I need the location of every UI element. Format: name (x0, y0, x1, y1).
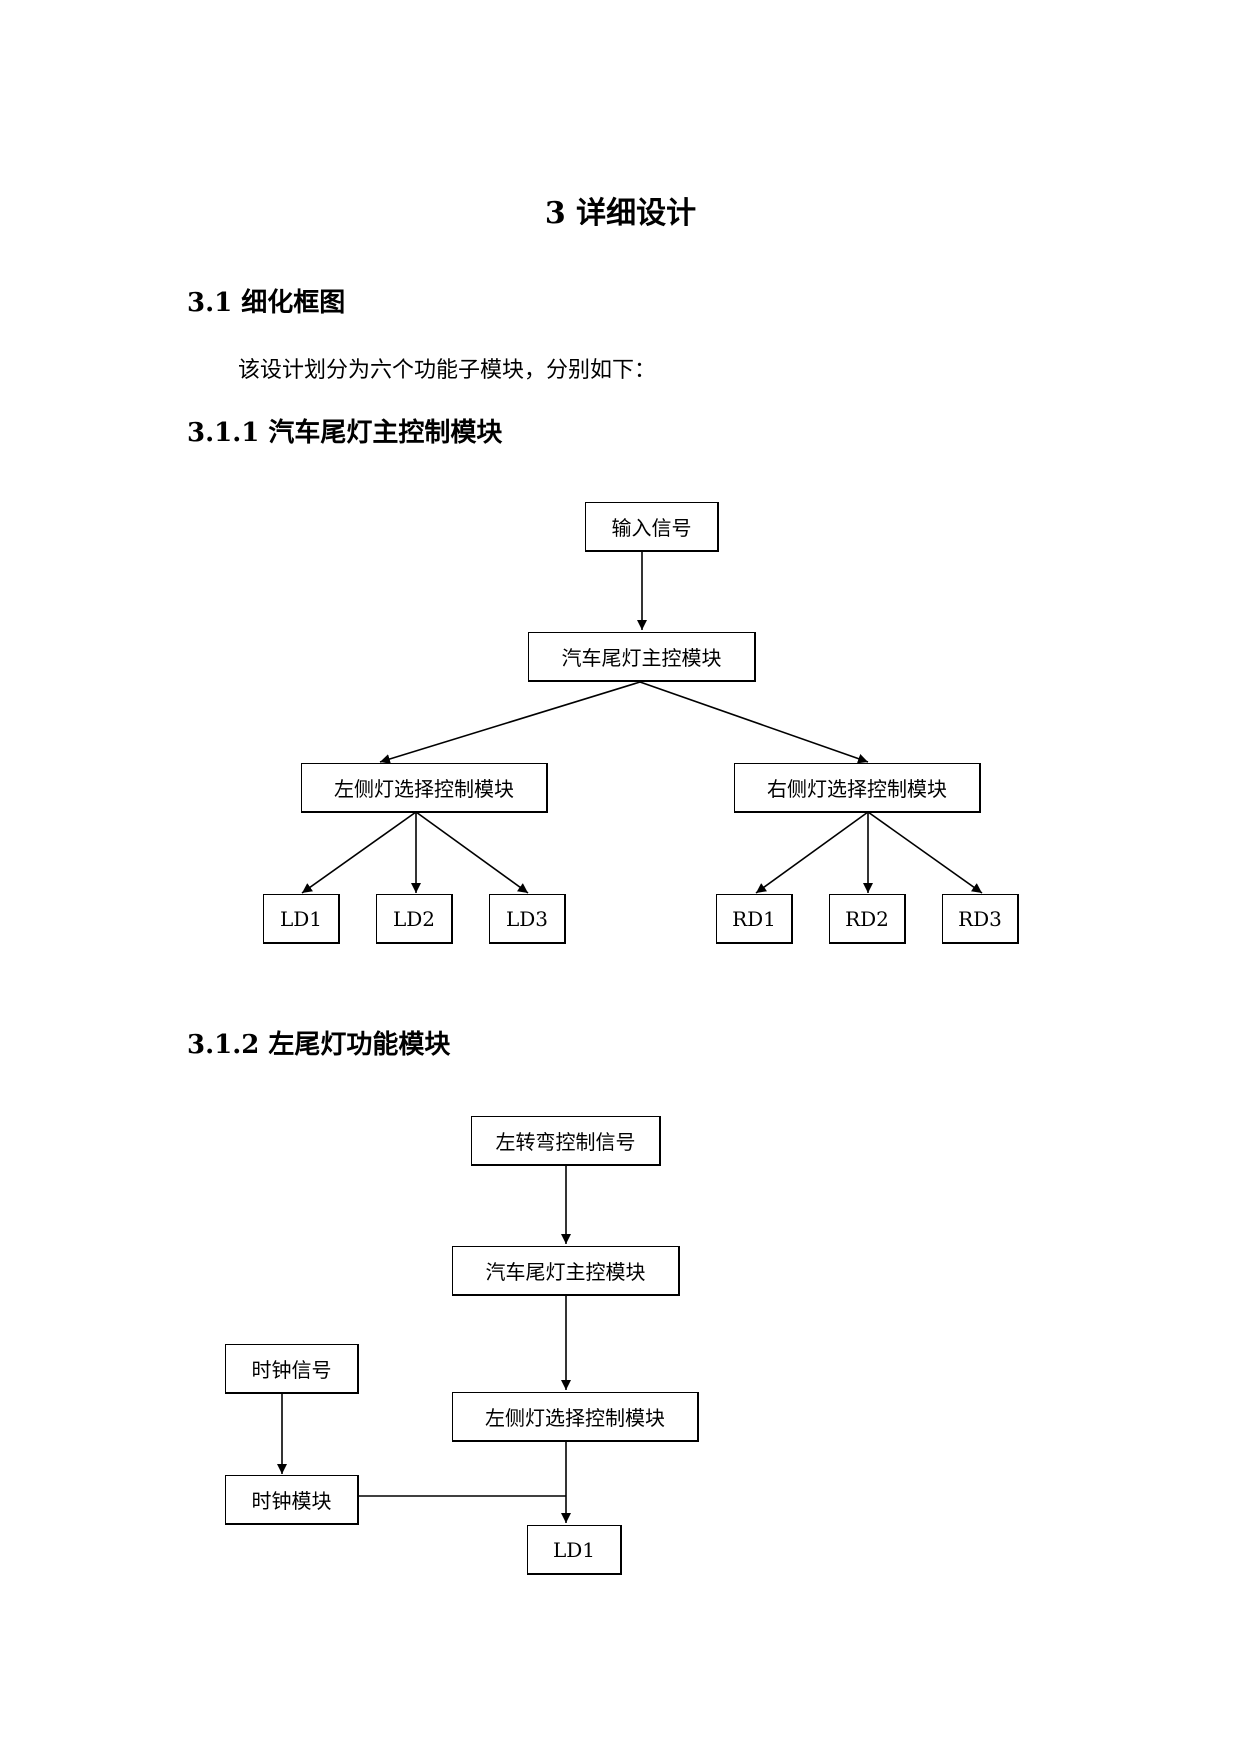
box-right-select: 右侧灯选择控制模块 (734, 763, 981, 813)
box-rd2: RD2 (829, 894, 906, 944)
arrow-left-to-ld3 (415, 811, 529, 894)
section-heading: 3.1 细化框图 (187, 288, 346, 318)
box-rd3: RD3 (942, 894, 1019, 944)
box-ld1: LD1 (263, 894, 340, 944)
arrow-main-to-right (639, 681, 869, 764)
subsection-heading-1: 3.1.1 汽车尾灯主控制模块 (187, 418, 503, 448)
arrow-main-to-left (379, 681, 641, 764)
box-main-control-2: 汽车尾灯主控模块 (452, 1246, 680, 1296)
box-rd1: RD1 (716, 894, 793, 944)
box-ld3: LD3 (489, 894, 566, 944)
box-clock-module: 时钟模块 (225, 1475, 359, 1525)
arrow-right-to-rd3 (867, 811, 983, 894)
box-clock-signal: 时钟信号 (225, 1344, 359, 1394)
box-input-signal: 输入信号 (585, 502, 719, 552)
intro-paragraph: 该设计划分为六个功能子模块，分别如下： (238, 358, 657, 383)
page-title: 3 详细设计 (544, 196, 697, 231)
arrow-left-to-ld1 (301, 811, 417, 894)
box-main-control: 汽车尾灯主控模块 (528, 632, 756, 682)
subsection-heading-2: 3.1.2 左尾灯功能模块 (187, 1030, 451, 1060)
box-left-select-2: 左侧灯选择控制模块 (452, 1392, 699, 1442)
box-left-turn-signal: 左转弯控制信号 (471, 1116, 661, 1166)
box-ld1-2: LD1 (527, 1525, 622, 1575)
box-ld2: LD2 (376, 894, 453, 944)
arrow-right-to-rd1 (755, 811, 869, 894)
box-left-select: 左侧灯选择控制模块 (301, 763, 548, 813)
